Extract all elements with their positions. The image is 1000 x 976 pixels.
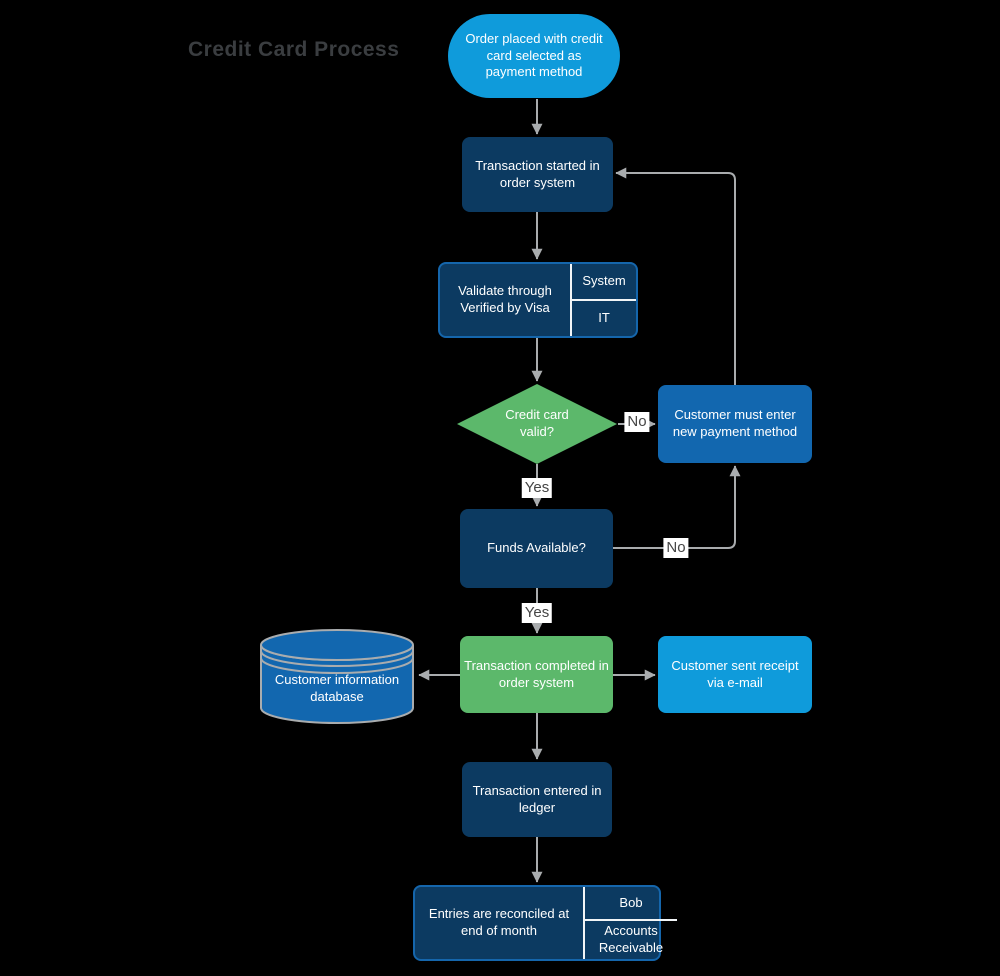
node-funds-available-label: Funds Available? — [487, 540, 586, 556]
node-transaction-ledger-label: Transaction entered in ledger — [472, 782, 602, 815]
node-validate-lane-column: System IT — [570, 264, 636, 336]
node-customer-receipt-label: Customer sent receipt via e-mail — [671, 657, 799, 690]
node-customer-database: Customer information database — [259, 629, 415, 724]
node-entries-lane-column: Bob Accounts Receivable — [583, 887, 677, 959]
node-customer-database-label: Customer information database — [274, 672, 400, 704]
edge-label-credit-valid-yes: Yes — [521, 478, 553, 498]
edge-newpayment-to-started — [615, 167, 736, 385]
node-transaction-started-label: Transaction started in order system — [475, 157, 600, 190]
node-customer-receipt: Customer sent receipt via e-mail — [658, 636, 812, 713]
node-entries-reconciled: Entries are reconciled at end of month B… — [413, 885, 677, 961]
node-customer-new-payment-label: Customer must enter new payment method — [672, 407, 798, 439]
node-transaction-ledger: Transaction entered in ledger — [462, 762, 612, 837]
node-transaction-started: Transaction started in order system — [462, 137, 613, 212]
node-customer-new-payment: Customer must enter new payment method — [658, 385, 812, 463]
node-credit-card-valid-label: Credit card valid? — [505, 407, 569, 439]
node-start-label: Order placed with credit card selected a… — [465, 30, 603, 80]
database-cylinder-icon — [260, 629, 414, 724]
edge-funds-no-to-newpayment — [613, 465, 741, 549]
node-start: Order placed with credit card selected a… — [448, 14, 620, 98]
node-validate: Validate through Verified by Visa System… — [438, 262, 638, 338]
node-validate-lane-it: IT — [598, 310, 610, 326]
node-entries-main-cell: Entries are reconciled at end of month — [415, 887, 583, 959]
edge-label-credit-valid-no: No — [624, 412, 650, 432]
node-entries-reconciled-label: Entries are reconciled at end of month — [428, 906, 570, 938]
node-validate-label: Validate through Verified by Visa — [458, 283, 552, 315]
node-funds-available: Funds Available? — [460, 509, 613, 588]
node-entries-lane-bob: Bob — [585, 887, 677, 922]
node-entries-lane-accounts-receivable: Accounts Receivable — [598, 923, 664, 956]
node-transaction-completed: Transaction completed in order system — [460, 636, 613, 713]
node-transaction-completed-label: Transaction completed in order system — [464, 657, 609, 690]
node-validate-main-cell: Validate through Verified by Visa — [440, 264, 570, 336]
edge-label-funds-yes: Yes — [521, 603, 553, 623]
diagram-title: Credit Card Process — [188, 38, 400, 61]
edge-label-funds-no: No — [663, 538, 689, 558]
node-validate-lane-system: System — [572, 264, 636, 301]
